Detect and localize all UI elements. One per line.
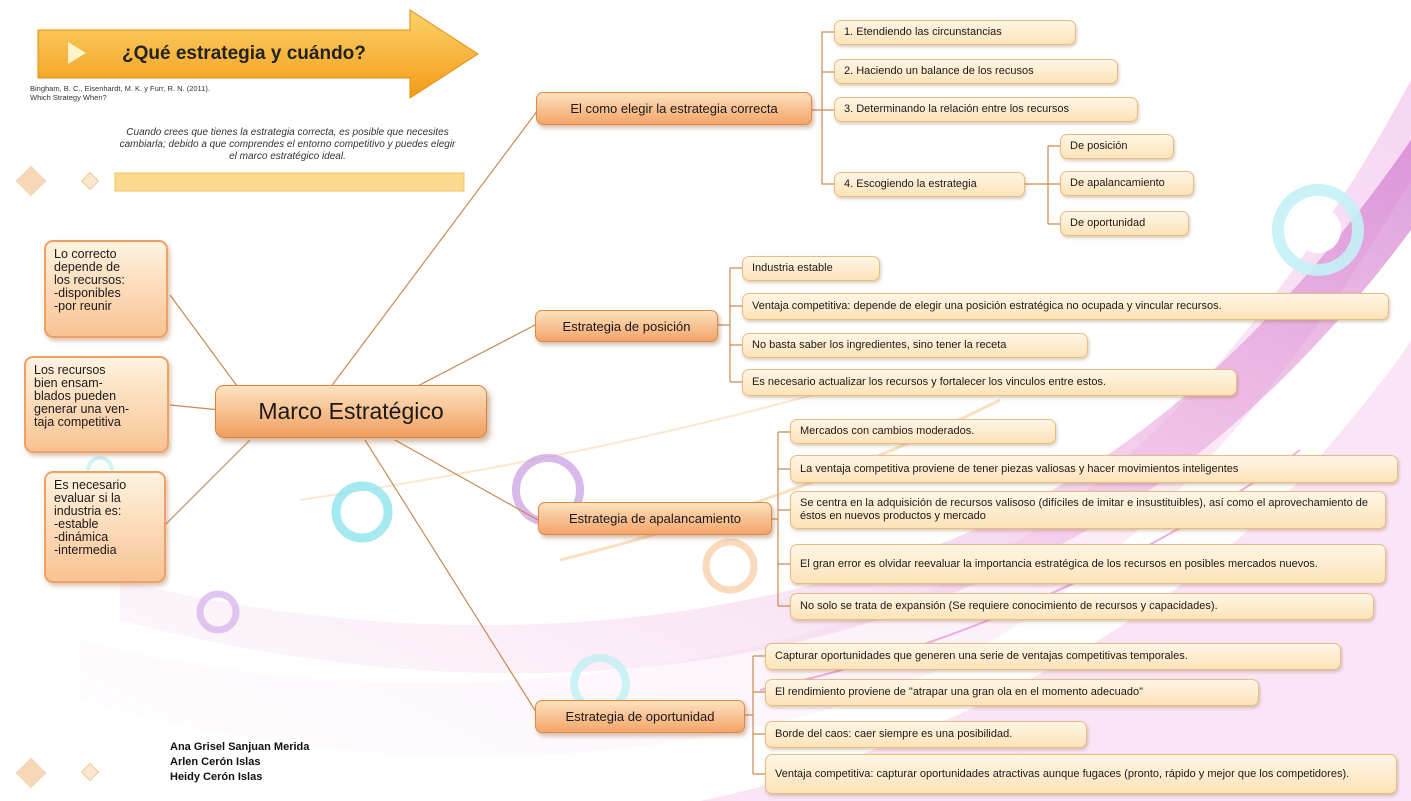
side-note-line: industria es:	[54, 504, 122, 518]
quote-highlight-bar	[114, 172, 465, 192]
branch-item: 1. Etendiendo las circunstancias	[834, 20, 1076, 45]
side-note-line: Lo correcto	[54, 247, 117, 261]
side-note-line: Es necesario	[54, 478, 127, 492]
subitem: De posición	[1060, 134, 1174, 159]
author-name: Arlen Cerón Islas	[170, 756, 261, 768]
side-note-line: -disponibles	[54, 286, 121, 300]
branch-elegir-estrategia: El como elegir la estrategia correcta	[536, 92, 812, 125]
diamond-icon	[15, 165, 47, 197]
side-note-line: los recursos:	[54, 273, 125, 287]
author-name: Heidy Cerón Islas	[170, 771, 263, 783]
diamond-icon	[80, 762, 100, 782]
side-note-line: -intermedia	[54, 543, 117, 557]
side-note-line: depende de	[54, 260, 121, 274]
subitem: De oportunidad	[1060, 211, 1189, 236]
side-note-line: -dinámica	[54, 530, 109, 544]
side-note-industria: Es necesario evaluar si la industria es:…	[44, 471, 166, 583]
central-node: Marco Estratégico	[215, 385, 487, 438]
branch-posicion: Estrategia de posición	[535, 310, 718, 342]
citation-text: Bingham, B. C., Eisenhardt, M. K. y Furr…	[30, 84, 210, 102]
ring-icon	[702, 538, 758, 594]
branch-item: Ventaja competitiva: capturar oportunida…	[765, 754, 1397, 794]
branch-item: Borde del caos: caer siempre es una posi…	[765, 721, 1087, 748]
branch-item: No basta saber los ingredientes, sino te…	[742, 333, 1088, 358]
intro-quote: Cuando crees que tienes la estrategia co…	[119, 127, 456, 162]
side-note-line: -estable	[54, 517, 99, 531]
play-icon	[68, 42, 86, 64]
branch-oportunidad: Estrategia de oportunidad	[535, 700, 745, 733]
page-title: ¿Qué estrategia y cuándo?	[122, 43, 366, 64]
branch-item: El gran error es olvidar reevaluar la im…	[790, 544, 1386, 584]
ring-icon	[1272, 184, 1364, 276]
branch-item: 4. Escogiendo la estrategia	[834, 172, 1025, 197]
side-note-line: taja competitiva	[34, 415, 121, 429]
subitem: De apalancamiento	[1060, 171, 1194, 196]
branch-apalancamiento: Estrategia de apalancamiento	[538, 502, 772, 535]
side-note-line: evaluar si la	[54, 491, 121, 505]
branch-item: 2. Haciendo un balance de los recusos	[834, 59, 1118, 84]
side-note-recursos: Lo correcto depende de los recursos: -di…	[44, 240, 168, 338]
side-note-line: bien ensam-	[34, 376, 103, 390]
author-name: Ana Grisel Sanjuan Merida	[170, 741, 310, 753]
branch-item: Capturar oportunidades que generen una s…	[765, 643, 1341, 670]
ring-icon	[331, 481, 393, 543]
branch-item: Es necesario actualizar los recursos y f…	[742, 369, 1237, 396]
title-banner-arrow	[37, 9, 479, 99]
ring-icon	[196, 590, 240, 634]
side-note-line: Los recursos	[34, 363, 106, 377]
side-note-line: -por reunir	[54, 299, 112, 313]
side-note-line: blados pueden	[34, 389, 117, 403]
branch-item: Se centra en la adquisición de recursos …	[790, 491, 1386, 529]
side-note-line: generar una ven-	[34, 402, 130, 416]
branch-item: Industria estable	[742, 256, 880, 281]
branch-item: Ventaja competitiva: depende de elegir u…	[742, 293, 1389, 320]
branch-item: El rendimiento proviene de "atrapar una …	[765, 679, 1259, 706]
branch-item: La ventaja competitiva proviene de tener…	[790, 455, 1398, 483]
authors-list: Ana Grisel Sanjuan Merida Arlen Cerón Is…	[170, 740, 309, 785]
branch-item: No solo se trata de expansión (Se requie…	[790, 593, 1374, 620]
diamond-icon	[80, 171, 100, 191]
branch-item: Mercados con cambios moderados.	[790, 419, 1056, 444]
side-note-ensamblados: Los recursos bien ensam- blados pueden g…	[24, 356, 169, 453]
branch-item: 3. Determinando la relación entre los re…	[834, 97, 1138, 122]
